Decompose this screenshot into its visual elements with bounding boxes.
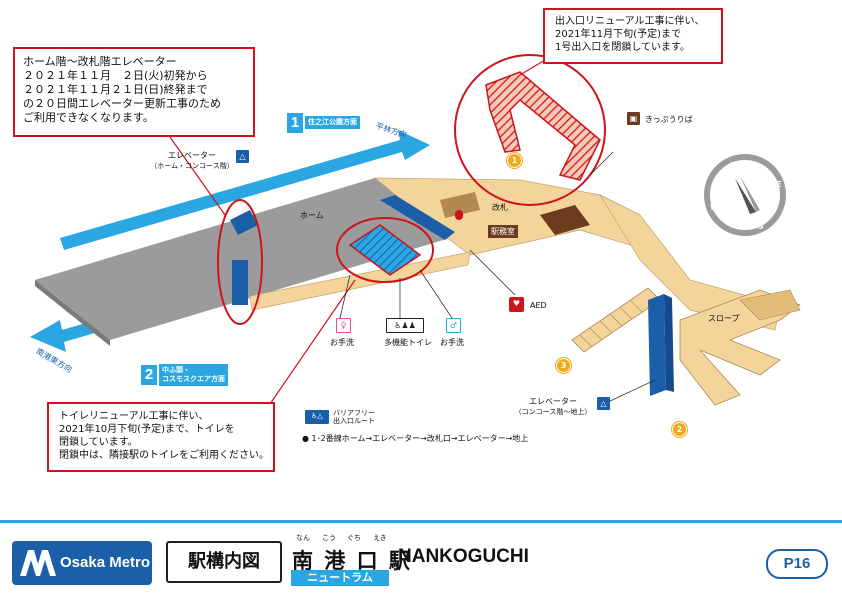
multipurpose-restroom-icon: ♿♟♟: [386, 318, 424, 333]
home-label: ホーム: [300, 211, 324, 220]
compass-w: W: [710, 203, 719, 212]
station-name-jp: 南 港 口 駅: [292, 549, 412, 573]
furigana-3: ぐち: [347, 534, 361, 542]
exit-1-marker: 1: [507, 153, 522, 168]
elevator-home-shaft: [232, 260, 248, 305]
exit1-closed-circle: [454, 54, 606, 206]
compass-s: S: [758, 222, 764, 231]
aed-icon: ♥: [509, 297, 524, 312]
notice-elevator: ホーム階～改札階エレベーター ２０２１年１１月 ２日(火)初発から ２０２１年１…: [13, 47, 255, 137]
slope-label: スロープ: [708, 314, 740, 323]
barrier-free-title: バリアフリー 出入口ルート: [333, 409, 375, 425]
osaka-metro-logo: Osaka Metro: [12, 541, 152, 585]
footer-divider: [0, 520, 842, 523]
barrier-free-icon: ♿△: [305, 410, 329, 424]
furigana-2: こう: [322, 534, 336, 542]
map-title: 駅構内図: [166, 541, 282, 583]
concourse: [374, 177, 641, 256]
platform: [35, 178, 450, 340]
station-office-label: 駅務室: [488, 225, 518, 238]
ticket-gate-label: 改札: [492, 203, 508, 212]
women-restroom-icon: ♀: [336, 318, 351, 333]
aed-label: AED: [530, 301, 547, 310]
brand-text: Osaka Metro: [60, 554, 151, 571]
elevator-ground-label: エレベーター （コンコース階～地上）: [514, 397, 592, 416]
track-arrow-hirabayashi: [60, 130, 430, 250]
notice-exit1: 出入口リニューアル工事に伴い、 2021年11月下旬(予定)まで 1号出入口を閉…: [543, 8, 723, 64]
exit-2-marker: 2: [672, 422, 687, 437]
elevator-ground-icon: △: [597, 397, 610, 410]
elevator-closed-circle: [217, 199, 263, 325]
elevator-home-label: エレベーター （ホーム・コンコース階）: [150, 151, 234, 170]
furigana-4: えき: [373, 534, 387, 542]
ticket-icon: ▣: [627, 112, 640, 125]
station-name-roman: NANKOGUCHI: [398, 546, 529, 567]
escalator: [380, 195, 455, 240]
restroom-women-label: お手洗: [330, 338, 354, 347]
ticket-vending-label: きっぷうりば: [645, 115, 693, 124]
elevator-ground-shaft: [648, 294, 666, 396]
men-restroom-icon: ♂: [446, 318, 461, 333]
compass-e: E: [776, 180, 782, 189]
restroom-men-label: お手洗: [440, 338, 464, 347]
compass-n: N: [730, 161, 737, 170]
elevator-icon: △: [236, 150, 249, 163]
compass: [704, 154, 786, 236]
exit1-closed: [485, 71, 601, 181]
furigana-1: なん: [296, 534, 310, 542]
page-number: P16: [766, 549, 828, 579]
platform2-number: 2: [141, 365, 157, 385]
notice-toilet: トイレリニューアル工事に伴い、 2021年10月下旬(予定)まで、トイレを 閉鎖…: [47, 402, 275, 472]
barrier-free-route: ● 1･2番線ホーム→エレベーター→改札口→エレベーター→地上: [302, 434, 529, 443]
platform1-number: 1: [287, 113, 303, 133]
line-name: ニュートラム: [291, 570, 389, 586]
toilet-closed-circle: [336, 217, 434, 283]
exit-3-marker: 3: [556, 358, 571, 373]
platform1-destination: 住之江公園方面: [305, 116, 360, 129]
platform2-destination: 中ふ頭・ コスモスクエア方面: [159, 364, 228, 386]
toilet-closed: [348, 224, 422, 276]
metro-m-icon: [20, 550, 56, 576]
restroom-multi-label: 多機能トイレ: [384, 338, 432, 347]
